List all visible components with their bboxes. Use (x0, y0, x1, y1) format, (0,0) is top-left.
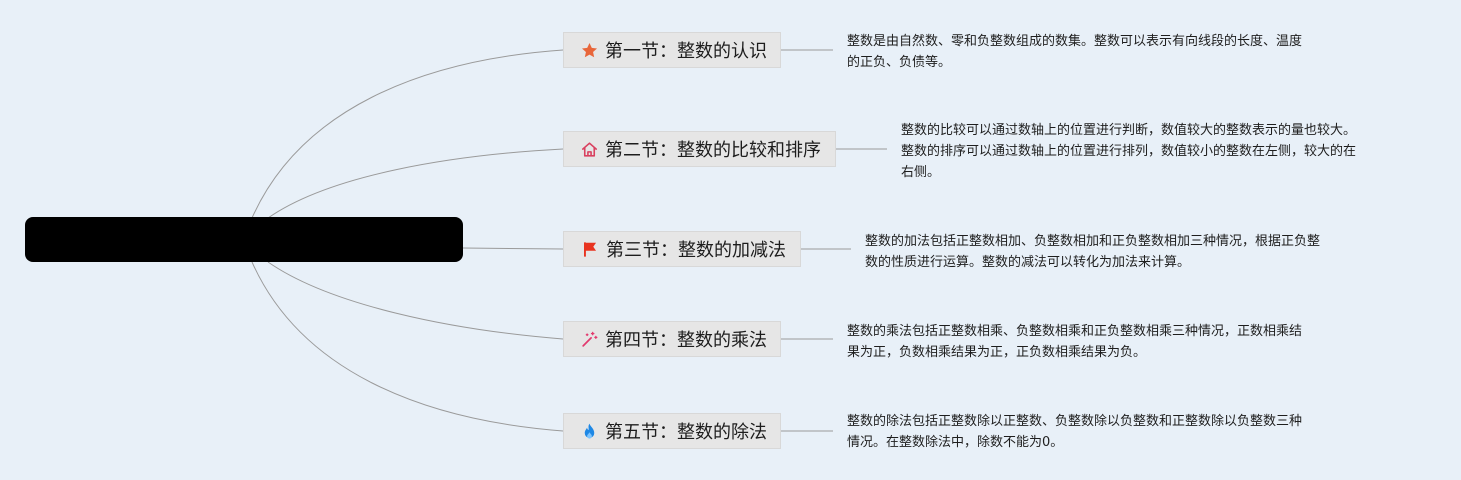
section-1-label: 第一节：整数的认识 (605, 41, 767, 62)
star-icon (580, 40, 599, 60)
section-1-desc-line-1: 整数是由自然数、零和负整数组成的数集。整数可以表示有向线段的长度、温度 (847, 34, 1303, 49)
section-5-description: 整数的除法包括正整数除以正整数、负整数除以负整数和正整数除以负整数三种 情况。在… (847, 411, 1302, 453)
section-4-node[interactable]: 第四节：整数的乘法 (563, 321, 781, 357)
connector-root-section-4 (267, 261, 564, 340)
section-5-label: 第五节：整数的除法 (605, 422, 767, 443)
fire-icon (580, 421, 599, 441)
flag-icon (580, 239, 600, 259)
connector-root-section-2 (267, 148, 564, 219)
section-3-label: 第三节：整数的加减法 (606, 240, 786, 261)
section-3-description: 整数的加法包括正整数相加、负整数相加和正负整数相加三种情况，根据正负整 数的性质… (865, 231, 1320, 273)
connector-root-section-5 (251, 261, 564, 432)
root-topic[interactable] (25, 217, 463, 262)
section-3-desc-line-1: 整数的加法包括正整数相加、负整数相加和正负整数相加三种情况，根据正负整 (865, 234, 1321, 249)
section-1-desc-line-2: 的正负、负债等。 (847, 55, 952, 70)
section-4-desc-line-1: 整数的乘法包括正整数相乘、负整数相乘和正负整数相乘三种情况，正数相乘结 (847, 324, 1303, 339)
section-1-node[interactable]: 第一节：整数的认识 (563, 32, 781, 68)
section-4-desc-line-2: 果为正，负数相乘结果为正，正负数相乘结果为负。 (847, 345, 1147, 360)
section-4-description: 整数的乘法包括正整数相乘、负整数相乘和正负整数相乘三种情况，正数相乘结 果为正，… (847, 321, 1302, 363)
connector-root-section-3 (462, 247, 564, 250)
connector-root-section-1 (251, 49, 564, 219)
home-icon (580, 139, 599, 159)
section-2-desc-line-2: 整数的排序可以通过数轴上的位置进行排列，数值较小的整数在左侧，较大的在 (901, 144, 1357, 159)
section-5-desc-line-1: 整数的除法包括正整数除以正整数、负整数除以负整数和正整数除以负整数三种 (847, 414, 1303, 429)
section-2-description: 整数的比较可以通过数轴上的位置进行判断，数值较大的整数表示的量也较大。 整数的排… (901, 120, 1356, 183)
section-3-desc-line-2: 数的性质进行运算。整数的减法可以转化为加法来计算。 (865, 255, 1191, 270)
section-5-node[interactable]: 第五节：整数的除法 (563, 413, 781, 449)
section-2-desc-line-3: 右侧。 (901, 165, 941, 180)
section-5-desc-line-2: 情况。在整数除法中，除数不能为0。 (847, 435, 1064, 450)
section-2-node[interactable]: 第二节：整数的比较和排序 (563, 131, 836, 167)
section-2-desc-line-1: 整数的比较可以通过数轴上的位置进行判断，数值较大的整数表示的量也较大。 (901, 123, 1357, 138)
magic-wand-icon (580, 329, 599, 349)
section-1-description: 整数是由自然数、零和负整数组成的数集。整数可以表示有向线段的长度、温度 的正负、… (847, 31, 1302, 73)
section-4-label: 第四节：整数的乘法 (605, 330, 767, 351)
section-3-node[interactable]: 第三节：整数的加减法 (563, 231, 801, 267)
section-2-label: 第二节：整数的比较和排序 (605, 140, 821, 161)
